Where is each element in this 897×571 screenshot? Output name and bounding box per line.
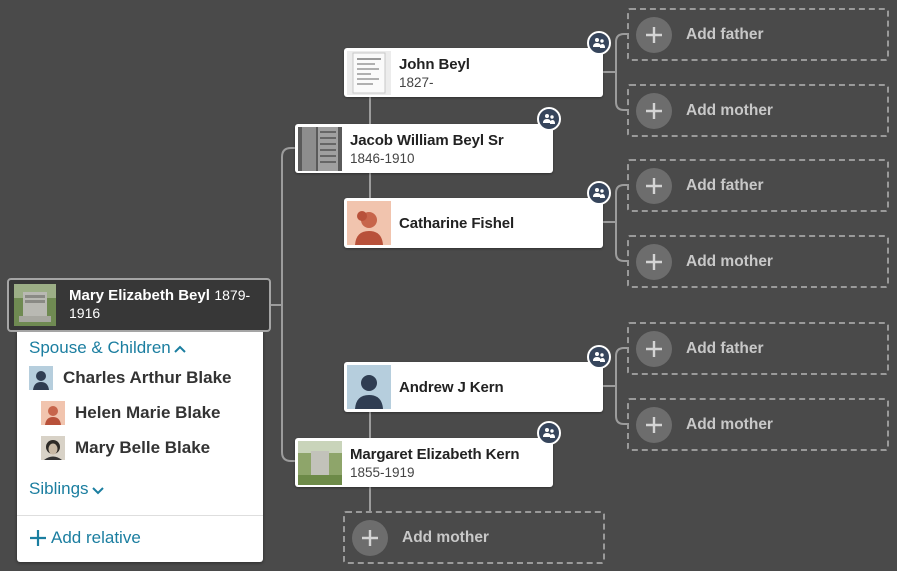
plus-icon — [30, 530, 46, 546]
person-card-catharine-fishel[interactable]: Catharine Fishel — [344, 198, 603, 248]
person-name: Andrew J Kern — [399, 378, 504, 396]
add-father-label: Add father — [686, 339, 764, 357]
person-name: John Beyl — [399, 55, 470, 73]
people-hint-icon[interactable] — [587, 31, 611, 55]
root-person-dates: 1879-1916 — [69, 287, 251, 321]
person-dates: 1855-1919 — [350, 464, 415, 480]
siblings-label: Siblings — [29, 479, 89, 498]
chevron-down-icon — [91, 487, 104, 495]
family-panel: Spouse & Children Charles Arthur Blake H… — [17, 331, 263, 562]
add-relative-label: Add relative — [51, 528, 141, 547]
root-person-name: Mary Elizabeth Beyl — [69, 287, 210, 304]
portrait-photo — [41, 436, 65, 460]
siblings-toggle[interactable]: Siblings — [29, 479, 105, 499]
add-mother-label: Add mother — [686, 101, 773, 119]
person-name: Catharine Fishel — [399, 214, 515, 232]
plus-icon — [636, 92, 672, 129]
people-hint-icon[interactable] — [587, 345, 611, 369]
panel-divider — [17, 515, 263, 516]
person-dates: 1827- — [399, 74, 434, 90]
male-avatar-icon — [29, 366, 53, 390]
spouse-name: Charles Arthur Blake — [63, 368, 232, 387]
headstone-photo — [14, 284, 56, 326]
plus-icon — [636, 330, 672, 367]
add-mother-label: Add mother — [402, 528, 489, 546]
child-item[interactable]: Mary Belle Blake — [41, 436, 210, 460]
add-relative-button[interactable]: Add relative — [28, 528, 141, 548]
add-mother-button[interactable]: Add mother — [343, 511, 605, 564]
add-mother-button[interactable]: Add mother — [627, 398, 889, 451]
person-name: Margaret Elizabeth Kern — [350, 445, 520, 463]
plus-icon — [636, 406, 672, 443]
document-photo — [298, 126, 342, 171]
add-father-button[interactable]: Add father — [627, 8, 889, 61]
female-avatar-icon — [41, 401, 65, 425]
add-mother-label: Add mother — [686, 415, 773, 433]
spouse-children-label: Spouse & Children — [29, 338, 171, 357]
person-card-andrew-kern[interactable]: Andrew J Kern — [344, 362, 603, 412]
plus-icon — [352, 519, 388, 556]
headstone-photo — [298, 440, 342, 485]
person-card-margaret-kern[interactable]: Margaret Elizabeth Kern 1855-1919 — [295, 438, 553, 487]
person-card-jacob-beyl[interactable]: Jacob William Beyl Sr 1846-1910 — [295, 124, 553, 173]
add-father-label: Add father — [686, 176, 764, 194]
people-hint-icon[interactable] — [537, 421, 561, 445]
root-person-card[interactable]: Mary Elizabeth Beyl 1879-1916 — [7, 278, 271, 332]
add-mother-button[interactable]: Add mother — [627, 235, 889, 288]
chevron-up-icon — [174, 345, 186, 353]
person-name: Jacob William Beyl Sr — [350, 131, 504, 149]
person-dates: 1846-1910 — [350, 150, 415, 166]
add-father-label: Add father — [686, 25, 764, 43]
plus-icon — [636, 243, 672, 280]
child-name: Mary Belle Blake — [75, 438, 211, 457]
spouse-item[interactable]: Charles Arthur Blake — [29, 366, 231, 390]
plus-icon — [636, 16, 672, 53]
spouse-children-toggle[interactable]: Spouse & Children — [29, 338, 187, 358]
female-avatar-icon — [347, 201, 391, 245]
child-name: Helen Marie Blake — [75, 403, 221, 422]
add-father-button[interactable]: Add father — [627, 159, 889, 212]
plus-icon — [636, 167, 672, 204]
add-father-button[interactable]: Add father — [627, 322, 889, 375]
people-hint-icon[interactable] — [587, 181, 611, 205]
person-card-john-beyl[interactable]: John Beyl 1827- — [344, 48, 603, 97]
add-mother-label: Add mother — [686, 252, 773, 270]
people-hint-icon[interactable] — [537, 107, 561, 131]
male-avatar-icon — [347, 365, 391, 409]
document-photo — [347, 50, 391, 95]
child-item[interactable]: Helen Marie Blake — [41, 401, 221, 425]
add-mother-button[interactable]: Add mother — [627, 84, 889, 137]
